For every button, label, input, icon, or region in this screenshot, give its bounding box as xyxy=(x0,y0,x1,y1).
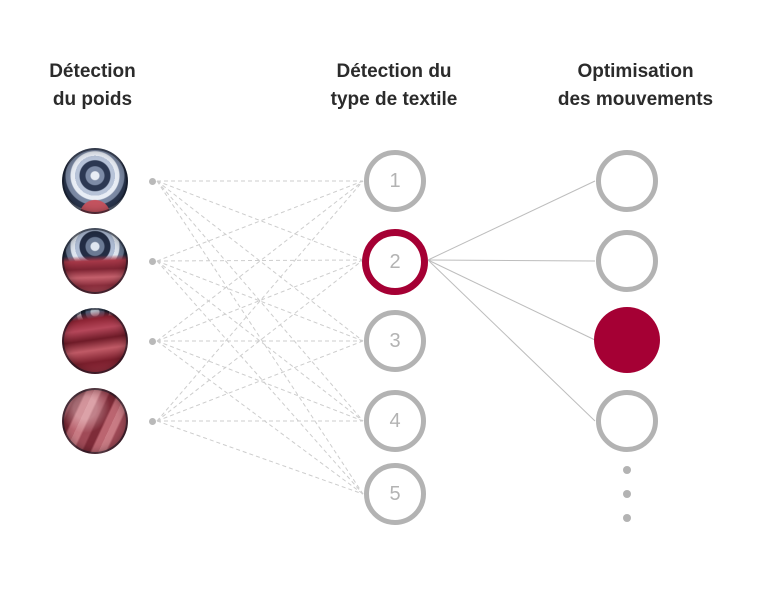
textile-node-3: 3 xyxy=(364,310,426,372)
column-title-movement-optimisation: Optimisation des mouvements xyxy=(538,58,733,113)
drum-photo-light-load xyxy=(62,228,128,294)
node-label: 1 xyxy=(389,169,401,192)
movement-node-1 xyxy=(596,150,658,212)
drum-photo-medium-load xyxy=(62,308,128,374)
title-line: Détection xyxy=(49,61,136,82)
node-label: 3 xyxy=(389,329,401,352)
title-line: des mouvements xyxy=(557,88,714,110)
node-label: 5 xyxy=(389,482,401,505)
movement-node-2 xyxy=(596,230,658,292)
textile-node-4: 4 xyxy=(364,390,426,452)
textile-node-5: 5 xyxy=(364,463,426,525)
title-line: Détection du xyxy=(336,61,452,82)
column-title-weight-detection: Détection du poids xyxy=(5,58,180,113)
ellipsis-dot xyxy=(623,490,631,498)
connector-dot xyxy=(149,258,156,265)
movement-node-3-selected xyxy=(594,307,660,373)
ellipsis-dot xyxy=(623,514,631,522)
movement-node-4 xyxy=(596,390,658,452)
connector-dot xyxy=(149,418,156,425)
column-title-textile-detection: Détection du type de textile xyxy=(298,58,490,113)
connector-dot xyxy=(149,338,156,345)
textile-node-1: 1 xyxy=(364,150,426,212)
connector-dot xyxy=(149,178,156,185)
node-label: 2 xyxy=(389,250,401,273)
drum-photo-full-load xyxy=(62,388,128,454)
title-line: type de textile xyxy=(330,88,458,110)
title-line: du poids xyxy=(52,88,133,110)
title-line: Optimisation xyxy=(577,61,694,82)
drum-photo-empty xyxy=(62,148,128,214)
textile-node-2-active: 2 xyxy=(362,229,428,295)
node-label: 4 xyxy=(389,409,401,432)
ellipsis-dot xyxy=(623,466,631,474)
